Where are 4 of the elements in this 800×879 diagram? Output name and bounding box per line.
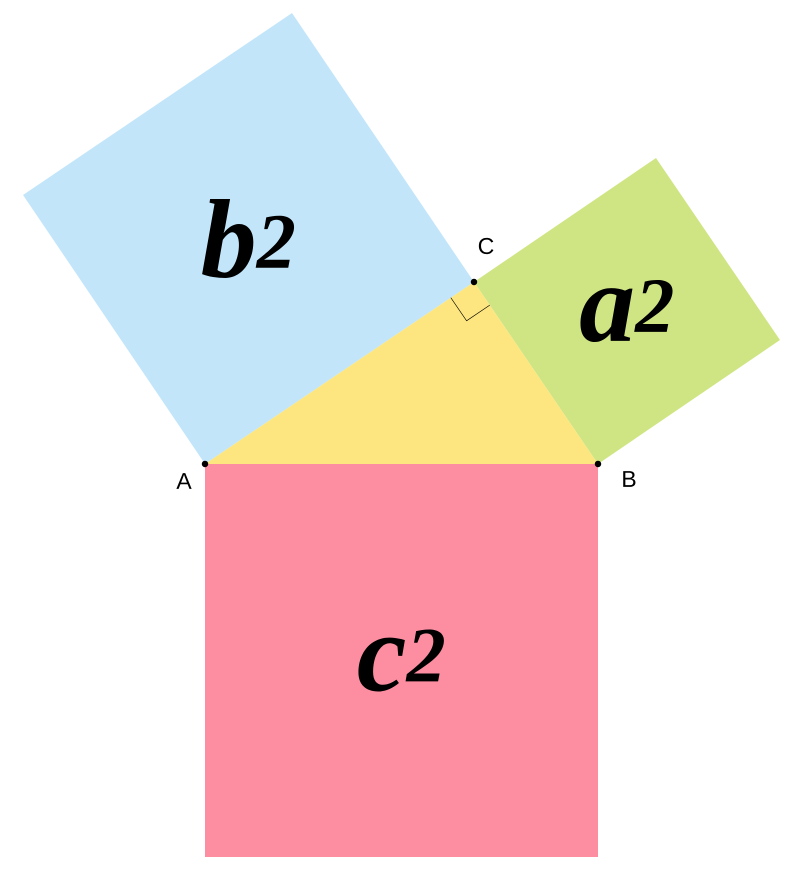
square: c$^{2}$: [205, 464, 598, 857]
point-label: B: [623, 471, 636, 487]
point-label: C: [478, 238, 494, 254]
point-label: A: [176, 473, 192, 489]
